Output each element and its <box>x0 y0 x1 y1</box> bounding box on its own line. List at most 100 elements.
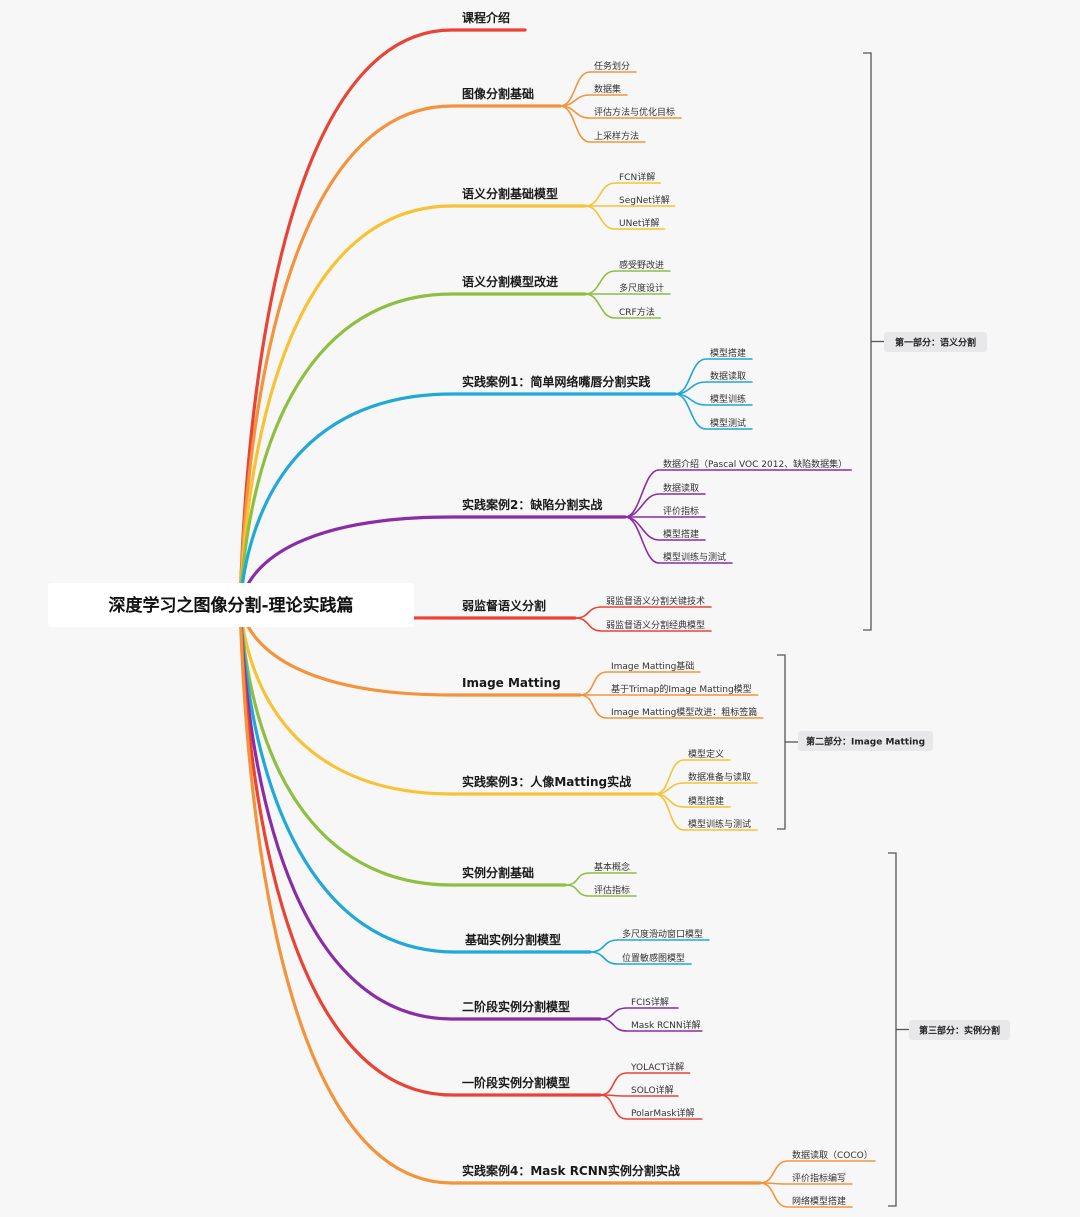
branch-curve <box>238 603 592 954</box>
leaf-connector <box>574 617 712 632</box>
branch-label[interactable]: 弱监督语义分割 <box>462 598 546 613</box>
leaf-label[interactable]: YOLACT详解 <box>630 1061 684 1073</box>
group-label[interactable]: 第一部分：语义分割 <box>895 337 976 349</box>
leaf-label[interactable]: 模型搭建 <box>688 795 724 807</box>
branch-curve <box>238 603 602 1097</box>
branch-curve <box>238 603 602 1021</box>
leaf-connector <box>574 606 712 619</box>
leaf-connector <box>584 205 666 230</box>
branch-curve <box>238 204 587 607</box>
leaf-label[interactable]: 弱监督语义分割经典模型 <box>606 619 705 631</box>
branch-label[interactable]: 二阶段实例分割模型 <box>462 999 570 1014</box>
leaf-label[interactable]: 弱监督语义分割关键技术 <box>606 595 705 607</box>
leaf-connector <box>624 493 706 518</box>
branch-label[interactable]: 实例分割基础 <box>462 865 534 880</box>
leaf-label[interactable]: 模型搭建 <box>710 347 746 359</box>
leaf-label[interactable]: 模型训练 <box>710 393 746 405</box>
branch-curves <box>238 28 876 1208</box>
branch-label[interactable]: 课程介绍 <box>462 10 510 25</box>
leaf-label[interactable]: 任务划分 <box>594 60 630 72</box>
branch-label[interactable]: 实践案例3：人像Matting实战 <box>462 774 631 789</box>
branch-label[interactable]: Image Matting <box>462 676 561 690</box>
branch-label[interactable]: 语义分割模型改进 <box>462 274 558 289</box>
leaf-connector <box>564 872 637 886</box>
root-node-box <box>48 583 414 627</box>
leaf-label[interactable]: 数据介绍（Pascal VOC 2012、缺陷数据集） <box>663 458 847 470</box>
branch-label[interactable]: 实践案例1：简单网络嘴唇分割实践 <box>462 374 650 389</box>
leaf-label[interactable]: 数据集 <box>594 83 621 95</box>
group-label-box <box>884 332 987 352</box>
leaf-label[interactable]: SegNet详解 <box>619 194 670 206</box>
leaf-label[interactable]: 数据读取 <box>710 370 746 382</box>
leaf-label[interactable]: Mask RCNN详解 <box>631 1019 701 1031</box>
leaf-connector <box>589 939 710 953</box>
leaf-connector <box>759 1182 853 1208</box>
leaf-connector <box>674 393 753 430</box>
branch-label[interactable]: 图像分割基础 <box>462 86 534 101</box>
leaf-connector <box>579 694 764 719</box>
leaf-connector <box>624 516 733 564</box>
leaf-label[interactable]: 数据读取 <box>663 482 699 494</box>
leaf-label[interactable]: 位置敏感图模型 <box>622 952 685 964</box>
leaf-label[interactable]: 评估方法与优化目标 <box>594 106 675 118</box>
branch-label[interactable]: 基础实例分割模型 <box>464 932 561 947</box>
branch-label[interactable]: 实践案例2：缺陷分割实战 <box>462 497 602 512</box>
leaf-label[interactable]: 网络模型搭建 <box>792 1195 846 1207</box>
leaf-label[interactable]: 模型训练与测试 <box>688 818 751 830</box>
leaf-label[interactable]: 模型定义 <box>688 748 724 760</box>
leaf-label[interactable]: UNet详解 <box>619 217 659 229</box>
leaf-label[interactable]: PolarMask详解 <box>631 1107 695 1119</box>
leaf-label[interactable]: 评价指标编写 <box>792 1172 846 1184</box>
leaf-connector <box>599 1072 691 1096</box>
leaf-connector <box>654 793 758 831</box>
group-label[interactable]: 第二部分：Image Matting <box>806 736 925 748</box>
branch-curve <box>238 28 527 607</box>
leaf-label[interactable]: 基本概念 <box>594 861 630 873</box>
group-label[interactable]: 第三部分：实例分割 <box>919 1025 1000 1037</box>
leaf-label[interactable]: 评估指标 <box>594 884 630 896</box>
leaf-connector <box>584 182 662 207</box>
leaf-label[interactable]: 多尺度设计 <box>619 282 664 294</box>
branch-label[interactable]: 实践案例4：Mask RCNN实例分割实战 <box>462 1163 680 1178</box>
branch-curve <box>238 603 567 887</box>
branch-label[interactable]: 语义分割基础模型 <box>462 186 558 201</box>
leaf-label[interactable]: Image Matting基础 <box>611 660 694 672</box>
leaf-label[interactable]: 模型搭建 <box>663 528 699 540</box>
root-node-label[interactable]: 深度学习之图像分割-理论实践篇 <box>108 595 353 616</box>
leaf-connector <box>599 1094 703 1120</box>
branch-label[interactable]: 一阶段实例分割模型 <box>462 1075 570 1090</box>
branch-curve <box>238 292 587 607</box>
leaf-label[interactable]: 模型测试 <box>710 417 746 429</box>
leaf-label[interactable]: 感受野改进 <box>619 259 664 271</box>
leaf-label[interactable]: 多尺度滑动窗口模型 <box>622 928 703 940</box>
leaf-label[interactable]: 基于Trimap的Image Matting模型 <box>611 683 752 695</box>
leaf-label[interactable]: 上采样方法 <box>594 130 639 142</box>
leaf-connector <box>584 293 662 319</box>
branch-curve <box>238 104 562 607</box>
group-bracket <box>888 852 897 1207</box>
group-bracket <box>863 52 872 631</box>
group-label-box <box>798 731 933 751</box>
branch-curve <box>238 392 677 607</box>
leaf-label[interactable]: 模型训练与测试 <box>663 551 726 563</box>
leaf-connector <box>559 105 646 143</box>
leaf-label[interactable]: 评价指标 <box>663 505 699 517</box>
leaf-connector <box>654 782 758 795</box>
group-brackets <box>777 52 909 1207</box>
leaf-connector <box>589 951 692 965</box>
branch-curve <box>238 603 762 1185</box>
branch-curve <box>238 603 657 796</box>
leaf-label[interactable]: SOLO详解 <box>631 1084 674 1096</box>
leaf-label[interactable]: CRF方法 <box>619 306 655 318</box>
leaf-label[interactable]: FCN详解 <box>619 171 655 183</box>
leaf-connector <box>564 884 637 897</box>
leaf-label[interactable]: 数据读取（COCO） <box>792 1149 873 1161</box>
leaf-label[interactable]: FCIS详解 <box>631 996 669 1008</box>
leaf-label[interactable]: Image Matting模型改进：粗标签篇 <box>611 706 757 718</box>
group-bracket <box>777 654 786 830</box>
leaf-label[interactable]: 数据准备与读取 <box>688 771 751 783</box>
group-label-box <box>909 1020 1010 1040</box>
